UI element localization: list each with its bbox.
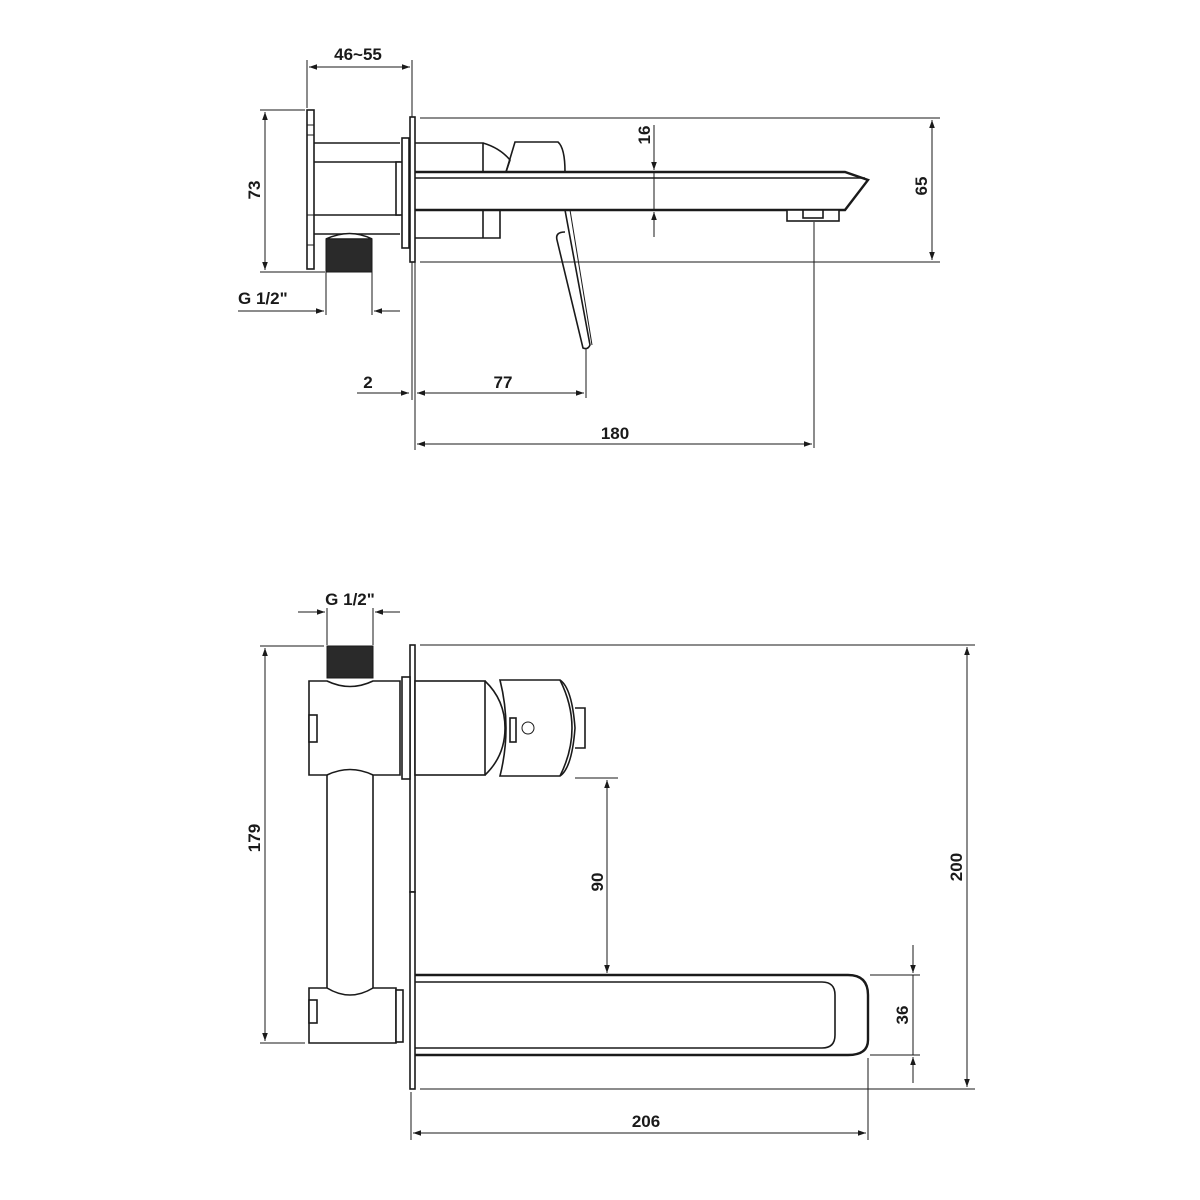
- dim-spout-reach: 180: [601, 424, 629, 443]
- dim-spout-width: 36: [893, 1006, 912, 1025]
- dim-thread-side: G 1/2": [238, 289, 288, 308]
- dim-wall-depth: 46~55: [334, 45, 382, 64]
- dim-plate-height: 200: [947, 853, 966, 881]
- thread-connector-icon: [325, 238, 373, 273]
- side-view: 46~55 73 G 1/2" 16 65 2 77 180: [238, 45, 940, 450]
- dim-thread-top: G 1/2": [325, 590, 375, 609]
- dim-plate: 2: [363, 373, 372, 392]
- thread-connector-top-icon: [326, 645, 374, 679]
- dim-spout-length: 206: [632, 1112, 660, 1131]
- cover-plate: [409, 116, 416, 263]
- dim-spout-thickness: 16: [635, 126, 654, 145]
- dim-body-height: 73: [245, 181, 264, 200]
- spout-top: [415, 973, 870, 1057]
- dim-total-height: 65: [912, 177, 931, 196]
- top-view: G 1/2" 179 90 36 200 206: [245, 590, 975, 1140]
- dim-lever: 77: [494, 373, 513, 392]
- dim-body-length: 179: [245, 824, 264, 852]
- dim-spacing: 90: [588, 873, 607, 892]
- spout-side: [415, 170, 870, 212]
- mounting-flange: [306, 109, 315, 270]
